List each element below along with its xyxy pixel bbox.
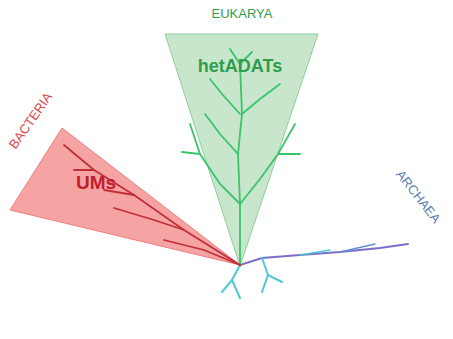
domain-wedge: BACTERIA UMs <box>4 90 246 270</box>
domain-heading: EUKARYA <box>212 6 273 21</box>
domain-heading: BACTERIA <box>5 89 55 151</box>
family-label: UMs <box>76 172 116 194</box>
domain-heading: ARCHAEA <box>393 167 444 226</box>
family-label: hetADATs <box>198 56 282 77</box>
